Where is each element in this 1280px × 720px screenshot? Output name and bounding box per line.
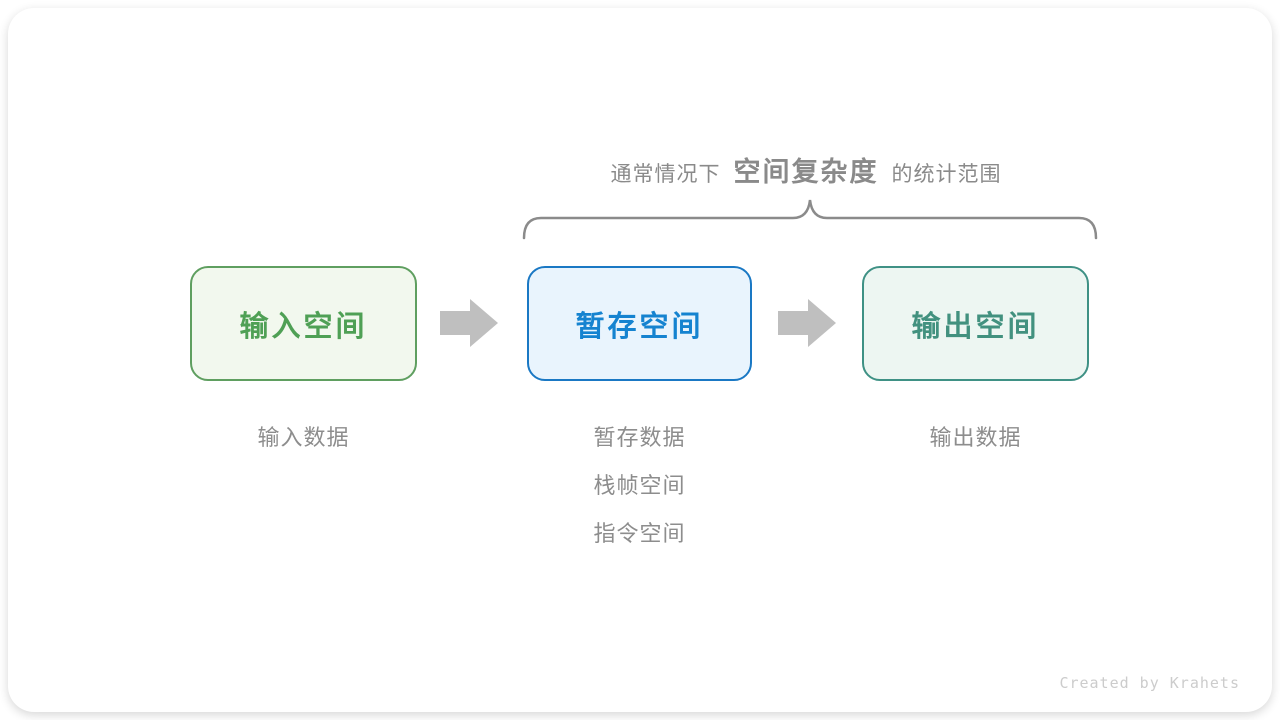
note-line: 输入数据 xyxy=(257,425,350,450)
curly-brace-icon xyxy=(522,199,1098,240)
caption-suffix: 的统计范围 xyxy=(891,163,1002,186)
box-temp-space-label: 暂存空间 xyxy=(575,310,704,343)
box-input-space-label: 输入空间 xyxy=(239,310,368,343)
diagram-card: 通常情况下 空间复杂度 的统计范围 输入空间 暂存空间 输出空间 输入数据 暂存… xyxy=(8,8,1272,712)
caption: 通常情况下 空间复杂度 的统计范围 xyxy=(450,150,1162,189)
box-output-space-label: 输出空间 xyxy=(911,310,1040,343)
note-output-data: 输出数据 xyxy=(862,414,1089,462)
note-line: 指令空间 xyxy=(593,521,686,546)
note-line: 暂存数据 xyxy=(593,425,686,450)
note-line: 输出数据 xyxy=(929,425,1022,450)
box-input-space: 输入空间 xyxy=(190,266,417,381)
caption-highlight: 空间复杂度 xyxy=(733,157,879,187)
box-output-space: 输出空间 xyxy=(862,266,1089,381)
credit-text: Created by Krahets xyxy=(1059,674,1240,692)
note-temp-items: 暂存数据 栈帧空间 指令空间 xyxy=(527,414,752,558)
note-line: 栈帧空间 xyxy=(593,473,686,498)
box-temp-space: 暂存空间 xyxy=(527,266,752,381)
note-input-data: 输入数据 xyxy=(190,414,417,462)
arrow-right-icon xyxy=(440,299,498,347)
caption-prefix: 通常情况下 xyxy=(610,163,721,186)
arrow-right-icon xyxy=(778,299,836,347)
